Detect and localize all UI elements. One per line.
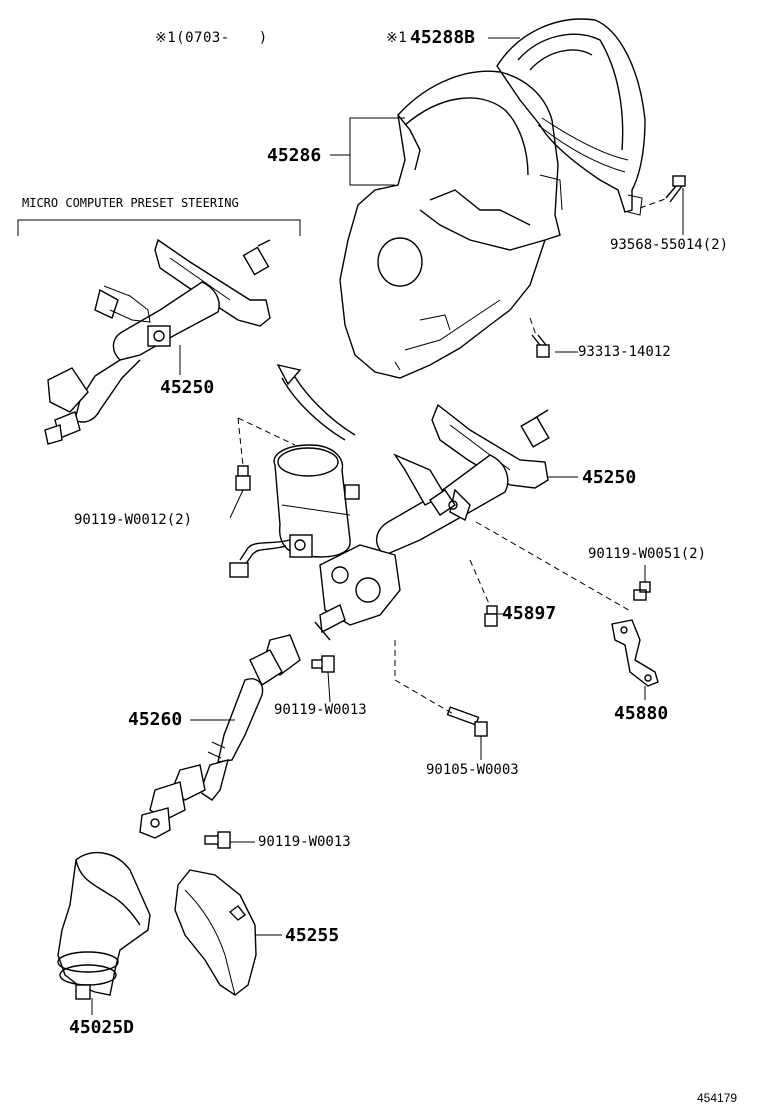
bolt-45897 — [469, 559, 505, 627]
bolt-90119-W0013-a — [311, 655, 335, 703]
intermediate-shaft-45260 — [139, 634, 301, 839]
part-label-45250: 45250 — [582, 467, 637, 488]
part-label-45897: 45897 — [502, 603, 557, 624]
part-label-90119-W0013-upper: 90119-W0013 — [274, 702, 367, 718]
effective-date-note: ※1(0703- ) — [155, 30, 268, 46]
part-label-45250-preset: 45250 — [160, 377, 215, 398]
bolt-90119-W0012 — [229, 417, 296, 519]
part-label-93568-55014: 93568-55014(2) — [610, 237, 729, 253]
note-marker: ※1 — [386, 30, 408, 46]
part-label-45288B: 45288B — [410, 27, 476, 48]
part-label-90119-W0013-lower: 90119-W0013 — [258, 834, 351, 850]
part-label-90119-W0012: 90119-W0012(2) — [74, 512, 193, 528]
bracket-45880 — [611, 619, 659, 700]
direction-arrow — [276, 363, 356, 441]
lower-column-cover-45286 — [339, 70, 563, 379]
bolt-90119-W0013-b — [204, 831, 255, 849]
part-label-45255: 45255 — [285, 925, 340, 946]
part-label-45286: 45286 — [267, 145, 322, 166]
leaders-upper — [330, 37, 684, 353]
section-bracket — [17, 219, 301, 236]
part-label-45880: 45880 — [614, 703, 669, 724]
part-label-45260: 45260 — [128, 709, 183, 730]
hole-cover-45025D — [57, 851, 151, 1015]
screw-93568 — [639, 175, 686, 209]
diagram-number: 454179 — [697, 1091, 738, 1105]
bolt-90119-W0051 — [475, 521, 651, 613]
screw-93313 — [529, 317, 550, 358]
upper-column-cover-45288B — [496, 18, 646, 216]
part-label-90105-W0003: 90105-W0003 — [426, 762, 519, 778]
part-label-45025D: 45025D — [69, 1017, 135, 1038]
part-label-90119-W0051: 90119-W0051(2) — [588, 546, 707, 562]
bolt-90105-W0003 — [394, 640, 488, 760]
steering-column-main — [229, 403, 550, 641]
hole-cover-45255 — [174, 869, 282, 996]
section-title-micro-computer: MICRO COMPUTER PRESET STEERING — [22, 196, 239, 210]
part-label-93313-14012: 93313-14012 — [578, 344, 671, 360]
steering-column-preset — [44, 238, 271, 445]
